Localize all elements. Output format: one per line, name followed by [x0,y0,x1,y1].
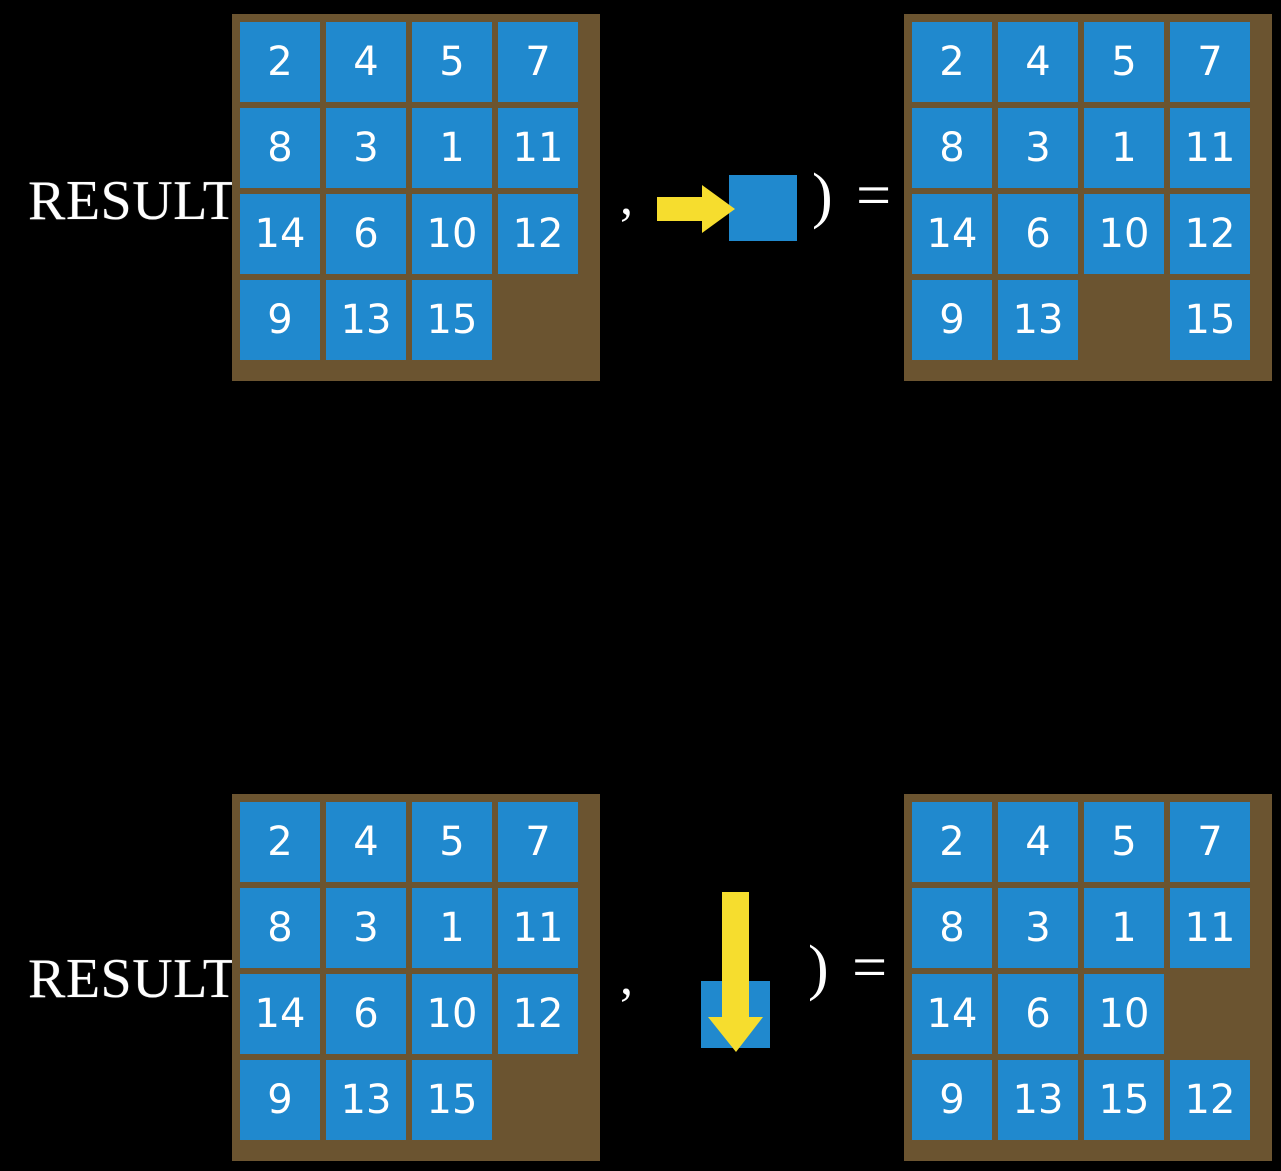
puzzle-tile[interactable]: 5 [412,22,492,102]
puzzle-tile[interactable]: 9 [240,1060,320,1140]
puzzle-tile[interactable]: 11 [498,888,578,968]
puzzle-tile[interactable]: 13 [326,1060,406,1140]
puzzle-tile[interactable]: 3 [326,108,406,188]
puzzle-tile[interactable]: 7 [498,22,578,102]
close-paren-equals-label: ) = [812,162,896,230]
puzzle-tile[interactable]: 12 [1170,194,1250,274]
puzzle-tile[interactable]: 14 [912,974,992,1054]
puzzle-tile[interactable]: 9 [912,280,992,360]
puzzle-tile[interactable]: 13 [998,280,1078,360]
puzzle-tile[interactable]: 13 [326,280,406,360]
puzzle-tile[interactable]: 11 [1170,888,1250,968]
puzzle-tile[interactable]: 13 [998,1060,1078,1140]
puzzle-tile[interactable]: 1 [1084,108,1164,188]
puzzle-tile[interactable]: 6 [998,974,1078,1054]
puzzle-tile[interactable]: 5 [1084,22,1164,102]
result-function-label: RESULT( [28,948,257,1010]
puzzle-tile[interactable]: 5 [412,802,492,882]
puzzle-tile[interactable]: 11 [1170,108,1250,188]
puzzle-tile-blank [1170,974,1250,1054]
puzzle-tile[interactable]: 10 [412,194,492,274]
puzzle-tile-blank [1084,280,1164,360]
puzzle-tile[interactable]: 6 [326,194,406,274]
puzzle-tile-blank [498,1060,578,1140]
puzzle-tile[interactable]: 12 [498,974,578,1054]
puzzle-tile[interactable]: 7 [1170,802,1250,882]
puzzle-tile[interactable]: 5 [1084,802,1164,882]
puzzle-tile[interactable]: 3 [326,888,406,968]
puzzle-tile[interactable]: 7 [498,802,578,882]
puzzle-tile[interactable]: 2 [912,22,992,102]
puzzle-tile[interactable]: 12 [1170,1060,1250,1140]
result-function-label: RESULT( [28,170,257,232]
puzzle-tile[interactable]: 9 [240,280,320,360]
puzzle-tile[interactable]: 15 [1084,1060,1164,1140]
puzzle-tile[interactable]: 4 [998,22,1078,102]
puzzle-tile[interactable]: 14 [912,194,992,274]
puzzle-tile[interactable]: 15 [1170,280,1250,360]
puzzle-tile[interactable]: 6 [998,194,1078,274]
puzzle-tile[interactable]: 4 [326,802,406,882]
argument-separator-comma: , [620,949,633,1006]
puzzle-tile[interactable]: 10 [1084,194,1164,274]
move-action-glyph [690,892,800,1072]
puzzle-tile[interactable]: 8 [912,108,992,188]
puzzle-tile[interactable]: 2 [240,802,320,882]
puzzle-tile[interactable]: 7 [1170,22,1250,102]
down-arrow-icon [708,892,763,1052]
puzzle-tile[interactable]: 8 [912,888,992,968]
puzzle-tile[interactable]: 11 [498,108,578,188]
puzzle-tile[interactable]: 8 [240,888,320,968]
action-operator: , ) = [600,782,904,1171]
puzzle-tile[interactable]: 10 [1084,974,1164,1054]
puzzle-tile[interactable]: 6 [326,974,406,1054]
puzzle-tile[interactable]: 4 [998,802,1078,882]
puzzle-tile[interactable]: 14 [240,194,320,274]
puzzle-tile[interactable]: 4 [326,22,406,102]
puzzle-tile[interactable]: 12 [498,194,578,274]
puzzle-tile-blank [498,280,578,360]
puzzle-tile[interactable]: 3 [998,108,1078,188]
puzzle-tile[interactable]: 15 [412,1060,492,1140]
move-action-glyph [650,165,810,255]
blank-target-tile [729,175,797,241]
puzzle-tile[interactable]: 3 [998,888,1078,968]
puzzle-tile[interactable]: 9 [912,1060,992,1140]
puzzle-tile[interactable]: 1 [412,888,492,968]
puzzle-tile[interactable]: 10 [412,974,492,1054]
argument-separator-comma: , [620,169,633,226]
right-arrow-icon [657,185,735,233]
puzzle-tile[interactable]: 8 [240,108,320,188]
puzzle-tile[interactable]: 1 [1084,888,1164,968]
puzzle-tile[interactable]: 1 [412,108,492,188]
puzzle-tile[interactable]: 2 [240,22,320,102]
action-operator: , ) = [600,0,904,391]
puzzle-tile[interactable]: 14 [240,974,320,1054]
puzzle-tile[interactable]: 15 [412,280,492,360]
close-paren-equals-label: ) = [808,934,892,1002]
puzzle-tile[interactable]: 2 [912,802,992,882]
